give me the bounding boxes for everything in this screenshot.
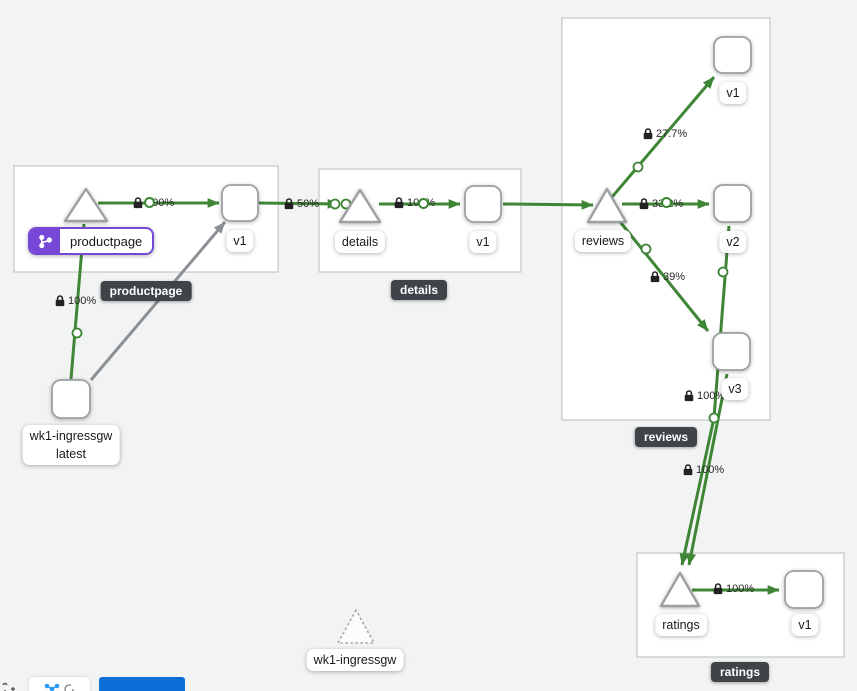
edge-percent: 50% bbox=[297, 197, 320, 210]
node-label-ratings[interactable]: ratings bbox=[655, 614, 707, 637]
node-label-reviews-v3[interactable]: v3 bbox=[721, 378, 749, 401]
edge-label-productpage-v1[interactable]: 100% bbox=[133, 197, 174, 209]
edge-label-ingress-productpage[interactable]: 100% bbox=[55, 295, 96, 307]
mtls-lock-icon bbox=[684, 390, 694, 402]
node-productpage-app[interactable] bbox=[63, 187, 109, 223]
ingress-workload-version: latest bbox=[56, 447, 86, 462]
edge-waypoint bbox=[661, 197, 672, 208]
graph-layout-button[interactable] bbox=[29, 677, 90, 691]
mtls-lock-icon bbox=[643, 128, 653, 140]
zoom-controls-partial[interactable] bbox=[2, 681, 20, 691]
mtls-lock-icon bbox=[713, 583, 723, 595]
edge-percent: 27.7% bbox=[656, 127, 688, 140]
legend-button[interactable] bbox=[99, 677, 185, 691]
node-reviews-v3[interactable] bbox=[712, 332, 751, 371]
edge-percent: 100% bbox=[696, 463, 725, 476]
node-label-productpage-v1[interactable]: v1 bbox=[226, 230, 254, 253]
group-badge-reviews[interactable]: reviews bbox=[634, 427, 698, 447]
group-badge-ratings[interactable]: ratings bbox=[710, 662, 770, 682]
edge-label-v3-ratings[interactable]: 100% bbox=[684, 390, 725, 402]
edge-waypoint bbox=[329, 198, 341, 210]
edge-reviews-to-v1[interactable] bbox=[610, 76, 716, 198]
node-details-v1[interactable] bbox=[464, 185, 502, 223]
ingress-workload-name: wk1-ingressgw bbox=[29, 429, 113, 443]
mtls-lock-icon bbox=[650, 271, 660, 283]
node-ingress-workload[interactable] bbox=[51, 379, 91, 419]
node-reviews-v1[interactable] bbox=[713, 36, 752, 74]
node-label-ingress-workload[interactable]: wk1-ingressgw latest bbox=[22, 425, 120, 466]
node-details-app[interactable] bbox=[338, 188, 382, 224]
node-label-reviews-v1[interactable]: v1 bbox=[719, 82, 747, 105]
selected-node-label-productpage[interactable]: productpage bbox=[28, 227, 155, 255]
edge-v3-to-ratings[interactable] bbox=[686, 373, 729, 566]
edge-v1-to-details[interactable] bbox=[257, 198, 340, 209]
edge-waypoint bbox=[632, 161, 644, 173]
node-label-ingress-service[interactable]: wk1-ingressgw bbox=[306, 649, 404, 672]
edge-to-reviews[interactable] bbox=[502, 199, 594, 210]
app-versions-icon bbox=[30, 229, 60, 253]
edge-waypoint bbox=[640, 243, 652, 255]
edge-percent: 100% bbox=[726, 582, 755, 595]
group-badge-productpage[interactable]: productpage bbox=[100, 281, 192, 301]
edge-percent: 100% bbox=[68, 294, 97, 307]
refresh-icon bbox=[64, 684, 74, 691]
node-label-details[interactable]: details bbox=[334, 231, 386, 254]
node-ratings-app[interactable] bbox=[659, 571, 701, 608]
node-reviews-app[interactable] bbox=[586, 187, 628, 224]
mtls-lock-icon bbox=[133, 197, 143, 209]
mtls-lock-icon bbox=[55, 295, 65, 307]
selected-node-name: productpage bbox=[70, 233, 143, 249]
edge-label-v2-ratings[interactable]: 100% bbox=[683, 464, 724, 476]
node-label-ratings-v1[interactable]: v1 bbox=[791, 614, 819, 637]
edge-label-ratings-v1[interactable]: 100% bbox=[713, 583, 754, 595]
graph-icon bbox=[44, 683, 60, 691]
node-ingress-service[interactable] bbox=[337, 609, 375, 644]
mtls-lock-icon bbox=[683, 464, 693, 476]
group-badge-details[interactable]: details bbox=[390, 280, 448, 300]
mtls-lock-icon bbox=[284, 198, 294, 210]
edge-waypoint bbox=[144, 197, 155, 208]
node-ratings-v1[interactable] bbox=[784, 570, 824, 609]
node-label-reviews-v2[interactable]: v2 bbox=[719, 231, 747, 254]
mtls-lock-icon bbox=[639, 198, 649, 210]
node-productpage-v1[interactable] bbox=[221, 184, 259, 222]
node-label-details-v1[interactable]: v1 bbox=[469, 231, 497, 254]
edge-label-reviews-v1[interactable]: 27.7% bbox=[643, 128, 687, 140]
node-reviews-v2[interactable] bbox=[713, 184, 752, 223]
edge-label-v1-details[interactable]: 50% bbox=[284, 198, 319, 210]
edge-waypoint bbox=[71, 327, 83, 339]
edge-percent: 39% bbox=[663, 270, 686, 283]
edge-label-reviews-v3[interactable]: 39% bbox=[650, 271, 685, 283]
edge-waypoint bbox=[717, 266, 729, 278]
edge-waypoint bbox=[708, 412, 720, 424]
node-label-reviews[interactable]: reviews bbox=[574, 230, 632, 253]
edge-percent: 100% bbox=[146, 196, 175, 209]
edge-percent: 100% bbox=[697, 389, 726, 402]
edge-ingress-to-productpage-v1-idle[interactable] bbox=[89, 221, 227, 381]
edge-waypoint bbox=[418, 198, 429, 209]
mtls-lock-icon bbox=[394, 197, 404, 209]
